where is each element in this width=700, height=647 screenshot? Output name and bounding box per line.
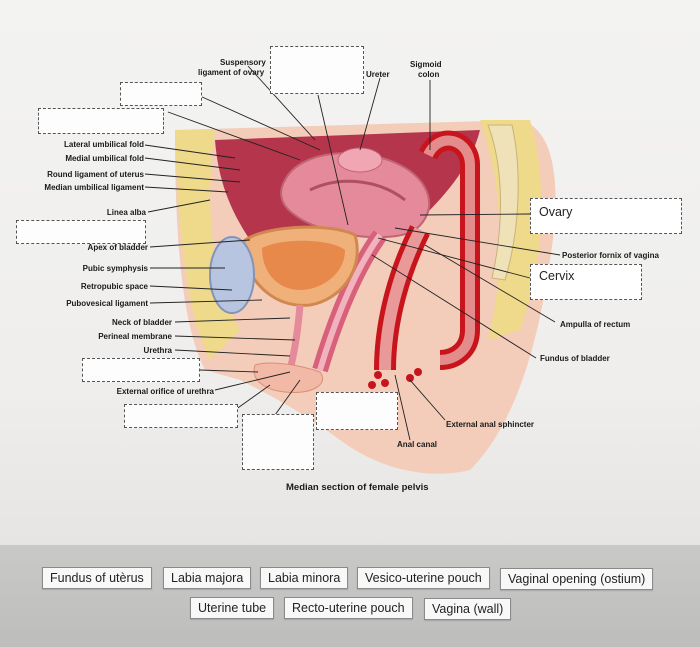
drop-zone-lower-left[interactable] <box>82 358 200 382</box>
labia-shape <box>253 362 323 394</box>
label-suspensory-line1: Suspensory <box>220 58 266 67</box>
label-pubovesical-ligament: Pubovesical ligament <box>66 299 148 308</box>
rectum-inner <box>379 227 426 371</box>
label-lateral-umbilical-fold: Lateral umbilical fold <box>63 140 144 149</box>
label-apex-of-bladder: Apex of bladder <box>87 243 148 252</box>
sigmoid-colon-inner <box>423 135 475 365</box>
label-external-orifice: External orifice of urethra <box>116 387 214 396</box>
label-suspensory-line2: ligament of ovary <box>198 68 265 77</box>
label-pubic-symphysis: Pubic symphysis <box>82 264 148 273</box>
pubic-symphysis-shape <box>209 236 255 314</box>
drop-zone-top-left[interactable] <box>120 82 202 106</box>
label-median-umbilical-ligament: Median umbilical ligament <box>44 183 144 192</box>
figure-caption: Median section of female pelvis <box>286 482 429 493</box>
ovary-shape <box>337 147 383 173</box>
pelvis-illustration <box>144 65 561 474</box>
drop-zone-mid-left[interactable] <box>16 220 146 244</box>
label-medial-umbilical-fold: Medial umbilical fold <box>65 154 144 163</box>
uterine-cavity <box>309 179 406 202</box>
label-neck-of-bladder: Neck of bladder <box>111 318 172 327</box>
label-retropubic-space: Retropubic space <box>80 282 148 291</box>
drop-zone-ovary[interactable]: Ovary <box>530 198 682 234</box>
vagina-inner <box>317 233 383 371</box>
drop-zone-cervix-text: Cervix <box>539 269 575 283</box>
tile-vagina-wall[interactable]: Vagina (wall) <box>424 598 512 620</box>
drop-zone-ovary-text: Ovary <box>539 205 573 219</box>
drop-zone-top-center[interactable] <box>270 46 364 94</box>
word-bank <box>0 545 700 647</box>
tile-fundus-of-uterus[interactable]: Fundus of utèrus <box>42 567 152 589</box>
drop-zone-bottom-center[interactable] <box>316 392 398 430</box>
tile-labia-minora[interactable]: Labia minora <box>260 567 349 589</box>
drop-zone-bottom[interactable] <box>242 414 314 470</box>
label-urethra: Urethra <box>143 346 172 355</box>
tile-vesico-uterine-pouch[interactable]: Vesico-uterine pouch <box>357 567 490 589</box>
bladder-mucosa <box>262 240 345 290</box>
label-external-anal-sphincter: External anal sphincter <box>446 420 535 429</box>
label-fundus-of-bladder: Fundus of bladder <box>540 354 610 363</box>
tile-labia-majora[interactable]: Labia majora <box>163 567 252 589</box>
label-linea-alba: Linea alba <box>106 208 146 217</box>
drop-zone-cervix[interactable]: Cervix <box>530 264 642 300</box>
label-sigmoid-line1: Sigmoid <box>410 60 442 69</box>
tile-vaginal-opening[interactable]: Vaginal opening (ostium) <box>500 568 654 590</box>
label-round-ligament: Round ligament of uterus <box>47 170 144 179</box>
label-posterior-fornix: Posterior fornix of vagina <box>562 251 659 260</box>
drop-zone-bottom-left[interactable] <box>124 404 238 428</box>
drop-zone-upper-left[interactable] <box>38 108 164 134</box>
tile-uterine-tube[interactable]: Uterine tube <box>190 597 275 619</box>
tile-recto-uterine-pouch[interactable]: Recto-uterine pouch <box>284 597 413 619</box>
label-ampulla-of-rectum: Ampulla of rectum <box>560 320 631 329</box>
sacrum <box>487 124 519 281</box>
label-ureter: Ureter <box>366 70 390 79</box>
label-perineal-membrane: Perineal membrane <box>98 332 172 341</box>
label-sigmoid-line2: colon <box>418 70 440 79</box>
label-anal-canal: Anal canal <box>397 440 438 449</box>
